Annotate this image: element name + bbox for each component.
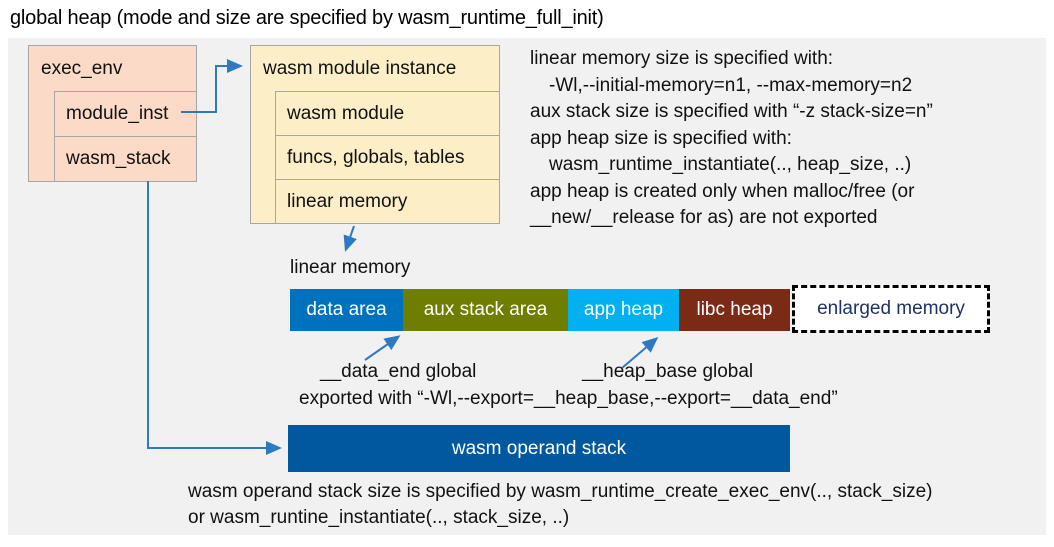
note-line: app heap size is specified with:: [530, 127, 792, 149]
note-line: or wasm_runtine_instantiate(.., stack_si…: [188, 507, 570, 528]
module-instance-row-wasm-module: wasm module: [275, 91, 499, 135]
operand-stack-notes: wasm operand stack size is specified by …: [188, 479, 933, 531]
heap-base-global-label: __heap_base global: [582, 361, 754, 382]
exec-env-box: exec_env module_inst wasm_stack: [28, 45, 197, 182]
exec-env-row-wasm-stack: wasm_stack: [54, 136, 196, 181]
exec-env-header: exec_env: [41, 57, 123, 79]
note-line: linear memory size is specified with:: [530, 48, 834, 69]
memory-segment-data-area: data area: [290, 289, 403, 331]
note-line: wasm operand stack size is specified by …: [188, 481, 933, 502]
note-line: app heap is created only when malloc/fre…: [530, 180, 915, 202]
memory-segment-enlarged-memory: enlarged memory: [792, 285, 990, 333]
memory-segment-libc-heap: libc heap: [679, 289, 790, 331]
data-end-global-label: __data_end global: [320, 361, 477, 382]
module-instance-row-funcs-globals-tables: funcs, globals, tables: [275, 135, 499, 179]
memory-segment-app-heap: app heap: [568, 289, 679, 331]
exec-env-row-module-inst: module_inst: [54, 91, 196, 136]
memory-segment-aux-stack-area: aux stack area: [403, 289, 568, 331]
note-line: -Wl,--initial-memory=n1, --max-memory=n2: [549, 74, 913, 96]
module-instance-box: wasm module instance wasm module funcs, …: [250, 45, 500, 224]
note-line: wasm_runtime_instantiate(.., heap_size, …: [549, 154, 912, 175]
export-flags-label: exported with “-Wl,--export=__heap_base,…: [299, 388, 838, 409]
linear-memory-label: linear memory: [290, 257, 411, 278]
note-line: __new/__release for as) are not exported: [530, 207, 878, 228]
note-line: aux stack size is specified with “-z sta…: [530, 101, 933, 122]
module-instance-row-linear-memory: linear memory: [275, 179, 499, 223]
memory-size-notes: linear memory size is specified with: -W…: [530, 46, 933, 232]
linear-memory-bar: data area aux stack area app heap libc h…: [290, 289, 790, 331]
page-title: global heap (mode and size are specified…: [10, 7, 604, 29]
wasm-operand-stack-box: wasm operand stack: [288, 425, 790, 472]
module-instance-header: wasm module instance: [263, 57, 457, 79]
